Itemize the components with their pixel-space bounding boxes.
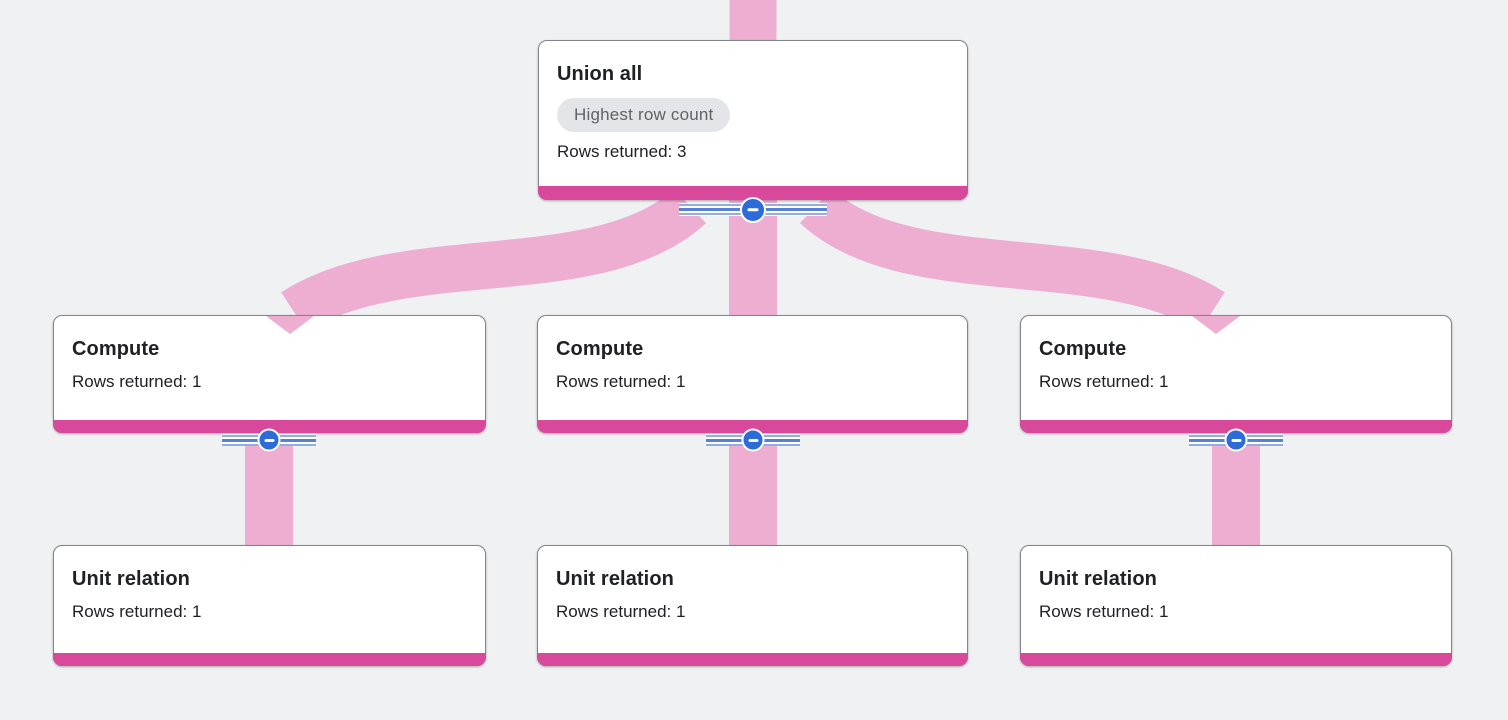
collapse-control-compute-center bbox=[706, 428, 800, 452]
rows-returned-label: Rows returned: 3 bbox=[557, 142, 687, 161]
rows-returned-label: Rows returned: 1 bbox=[1039, 602, 1169, 621]
rows-returned-label: Rows returned: 1 bbox=[72, 602, 202, 621]
node-compute-right[interactable]: Compute Rows returned: 1 bbox=[1020, 315, 1452, 433]
node-unit-relation-center[interactable]: Unit relation Rows returned: 1 bbox=[537, 545, 968, 666]
node-accent-bar bbox=[53, 420, 486, 433]
rows-returned-label: Rows returned: 1 bbox=[72, 372, 202, 391]
node-union-all[interactable]: Union all Highest row count Rows returne… bbox=[538, 40, 968, 200]
node-title: Compute bbox=[72, 338, 160, 360]
collapse-control-compute-left bbox=[222, 428, 316, 452]
node-accent-bar bbox=[537, 653, 968, 666]
minus-icon[interactable] bbox=[740, 196, 766, 223]
node-unit-relation-left[interactable]: Unit relation Rows returned: 1 bbox=[53, 545, 486, 666]
collapse-control-union-all bbox=[679, 196, 827, 223]
node-title: Unit relation bbox=[72, 568, 190, 590]
node-title: Compute bbox=[556, 338, 644, 360]
node-compute-center[interactable]: Compute Rows returned: 1 bbox=[537, 315, 968, 433]
rows-returned-label: Rows returned: 1 bbox=[556, 372, 686, 391]
rows-returned-label: Rows returned: 1 bbox=[556, 602, 686, 621]
rows-returned-label: Rows returned: 1 bbox=[1039, 372, 1169, 391]
node-title: Unit relation bbox=[556, 568, 674, 590]
edge-union-to-compute-left bbox=[281, 188, 707, 333]
highest-row-count-badge: Highest row count bbox=[557, 98, 731, 132]
minus-icon[interactable] bbox=[1224, 428, 1248, 452]
node-title: Compute bbox=[1039, 338, 1127, 360]
node-accent-bar bbox=[537, 420, 968, 433]
node-accent-bar bbox=[53, 653, 486, 666]
node-accent-bar bbox=[1020, 420, 1452, 433]
node-unit-relation-right[interactable]: Unit relation Rows returned: 1 bbox=[1020, 545, 1452, 666]
edge-union-to-compute-right bbox=[799, 188, 1225, 333]
node-title: Union all bbox=[557, 63, 643, 85]
node-compute-left[interactable]: Compute Rows returned: 1 bbox=[53, 315, 486, 433]
collapse-control-compute-right bbox=[1189, 428, 1283, 452]
node-title: Unit relation bbox=[1039, 568, 1157, 590]
node-accent-bar bbox=[538, 186, 968, 200]
minus-icon[interactable] bbox=[741, 428, 765, 452]
node-accent-bar bbox=[1020, 653, 1452, 666]
minus-icon[interactable] bbox=[257, 428, 281, 452]
